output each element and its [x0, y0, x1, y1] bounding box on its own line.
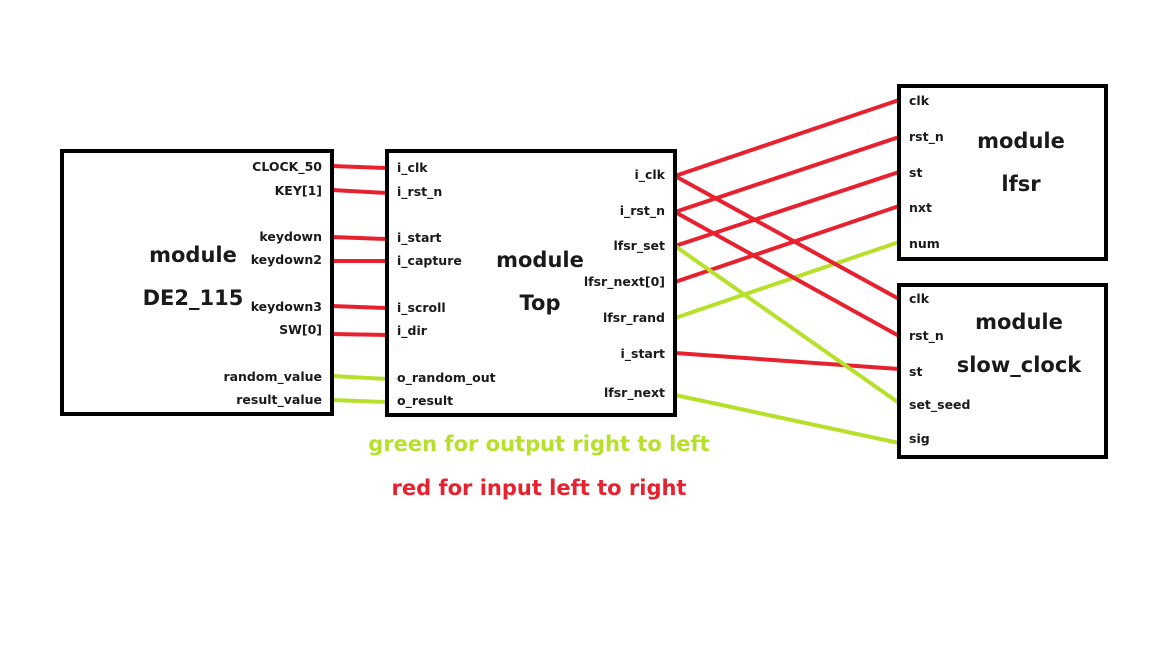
module-lfsr-title-line2: lfsr — [1001, 172, 1041, 196]
de2-port-key-1: KEY[1] — [275, 183, 322, 198]
top-port-in-i-rst-n: i_rst_n — [397, 184, 442, 200]
de2-port-sw-0: SW[0] — [279, 322, 322, 337]
wire-istart-slow-st — [674, 351, 900, 371]
top-port-out-o-random-out: o_random_out — [397, 370, 496, 386]
wire-lfsrset-lfsr-st — [674, 170, 900, 248]
wire-irstn-lfsr-rstn — [674, 135, 900, 214]
legend-input: red for input left to right — [392, 476, 687, 500]
de2-port-keydown: keydown — [259, 229, 322, 244]
top-port-r-lfsr-rand: lfsr_rand — [603, 310, 665, 326]
de2-port-clock-50: CLOCK_50 — [252, 159, 322, 175]
module-top-box — [385, 149, 677, 417]
wire-key1-irstn — [331, 188, 388, 195]
module-slow-clock-box — [897, 283, 1108, 459]
slow-port-sig: sig — [909, 431, 930, 446]
top-port-in-i-dir: i_dir — [397, 323, 428, 339]
wire-keydown3-iscroll — [331, 304, 388, 310]
lfsr-port-clk: clk — [909, 93, 930, 108]
legend-output: green for output right to left — [368, 432, 709, 456]
de2-port-keydown2: keydown2 — [251, 252, 322, 267]
wires — [331, 98, 901, 445]
top-port-in-i-capture: i_capture — [397, 253, 462, 269]
slow-port-clk: clk — [909, 291, 930, 306]
module-slow-clock-title-line2: slow_clock — [957, 353, 1083, 377]
wire-lfsrrand-lfsr-num — [674, 240, 900, 320]
de2-port-keydown3: keydown3 — [251, 299, 322, 314]
wire-sw0-idir — [331, 332, 388, 337]
top-port-r-i-rst-n: i_rst_n — [620, 203, 665, 219]
module-de2-115-box — [60, 149, 334, 416]
module-lfsr: module lfsr clk rst_n st nxt num — [897, 84, 1108, 261]
top-port-r-lfsr-next: lfsr_next — [604, 385, 665, 401]
top-port-r-i-clk: i_clk — [634, 167, 665, 183]
wire-lfsrnext-slow-sig — [674, 393, 900, 445]
lfsr-port-st: st — [909, 165, 922, 180]
top-port-in-i-start: i_start — [397, 230, 442, 246]
lfsr-port-rst-n: rst_n — [909, 129, 944, 145]
wire-resultvalue-oresult — [331, 398, 388, 404]
module-lfsr-title-line1: module — [977, 129, 1065, 153]
lfsr-port-nxt: nxt — [909, 200, 932, 215]
wire-iclk-lfsr-clk — [674, 98, 900, 178]
de2-port-result-value: result_value — [236, 392, 322, 408]
wire-randomvalue-orandom — [331, 374, 388, 381]
wire-irstn-slow-rstn — [674, 210, 900, 338]
de2-port-random-value: random_value — [223, 369, 322, 385]
top-port-r-i-start: i_start — [620, 346, 665, 362]
top-port-r-lfsr-next-0: lfsr_next[0] — [584, 274, 665, 290]
module-top-title-line1: module — [496, 248, 584, 272]
module-slow-clock: module slow_clock clk rst_n st set_seed … — [897, 283, 1108, 459]
wire-iclk-slow-clk — [674, 174, 900, 301]
module-de2-115-title-line1: module — [149, 243, 237, 267]
module-lfsr-box — [897, 84, 1108, 261]
module-top: module Top i_clk i_rst_n i_start i_captu… — [385, 149, 677, 417]
slow-port-st: st — [909, 364, 922, 379]
wire-lfsrset-slow-setseed — [673, 244, 901, 405]
top-port-out-o-result: o_result — [397, 393, 453, 409]
lfsr-port-num: num — [909, 236, 940, 251]
top-port-in-i-clk: i_clk — [397, 160, 428, 176]
wire-clock50-iclk — [331, 164, 388, 170]
module-de2-115-title-line2: DE2_115 — [143, 286, 244, 310]
module-de2-115: module DE2_115 CLOCK_50 KEY[1] keydown k… — [60, 149, 334, 416]
slow-port-rst-n: rst_n — [909, 328, 944, 344]
module-slow-clock-title-line1: module — [975, 310, 1063, 334]
wire-lfsrnext0-lfsr-nxt — [674, 204, 900, 284]
top-port-r-lfsr-set: lfsr_set — [614, 238, 665, 254]
top-port-in-i-scroll: i_scroll — [397, 300, 446, 316]
wire-keydown-istart — [331, 235, 388, 241]
slow-port-set-seed: set_seed — [909, 397, 971, 413]
module-top-title-line2: Top — [520, 291, 561, 315]
